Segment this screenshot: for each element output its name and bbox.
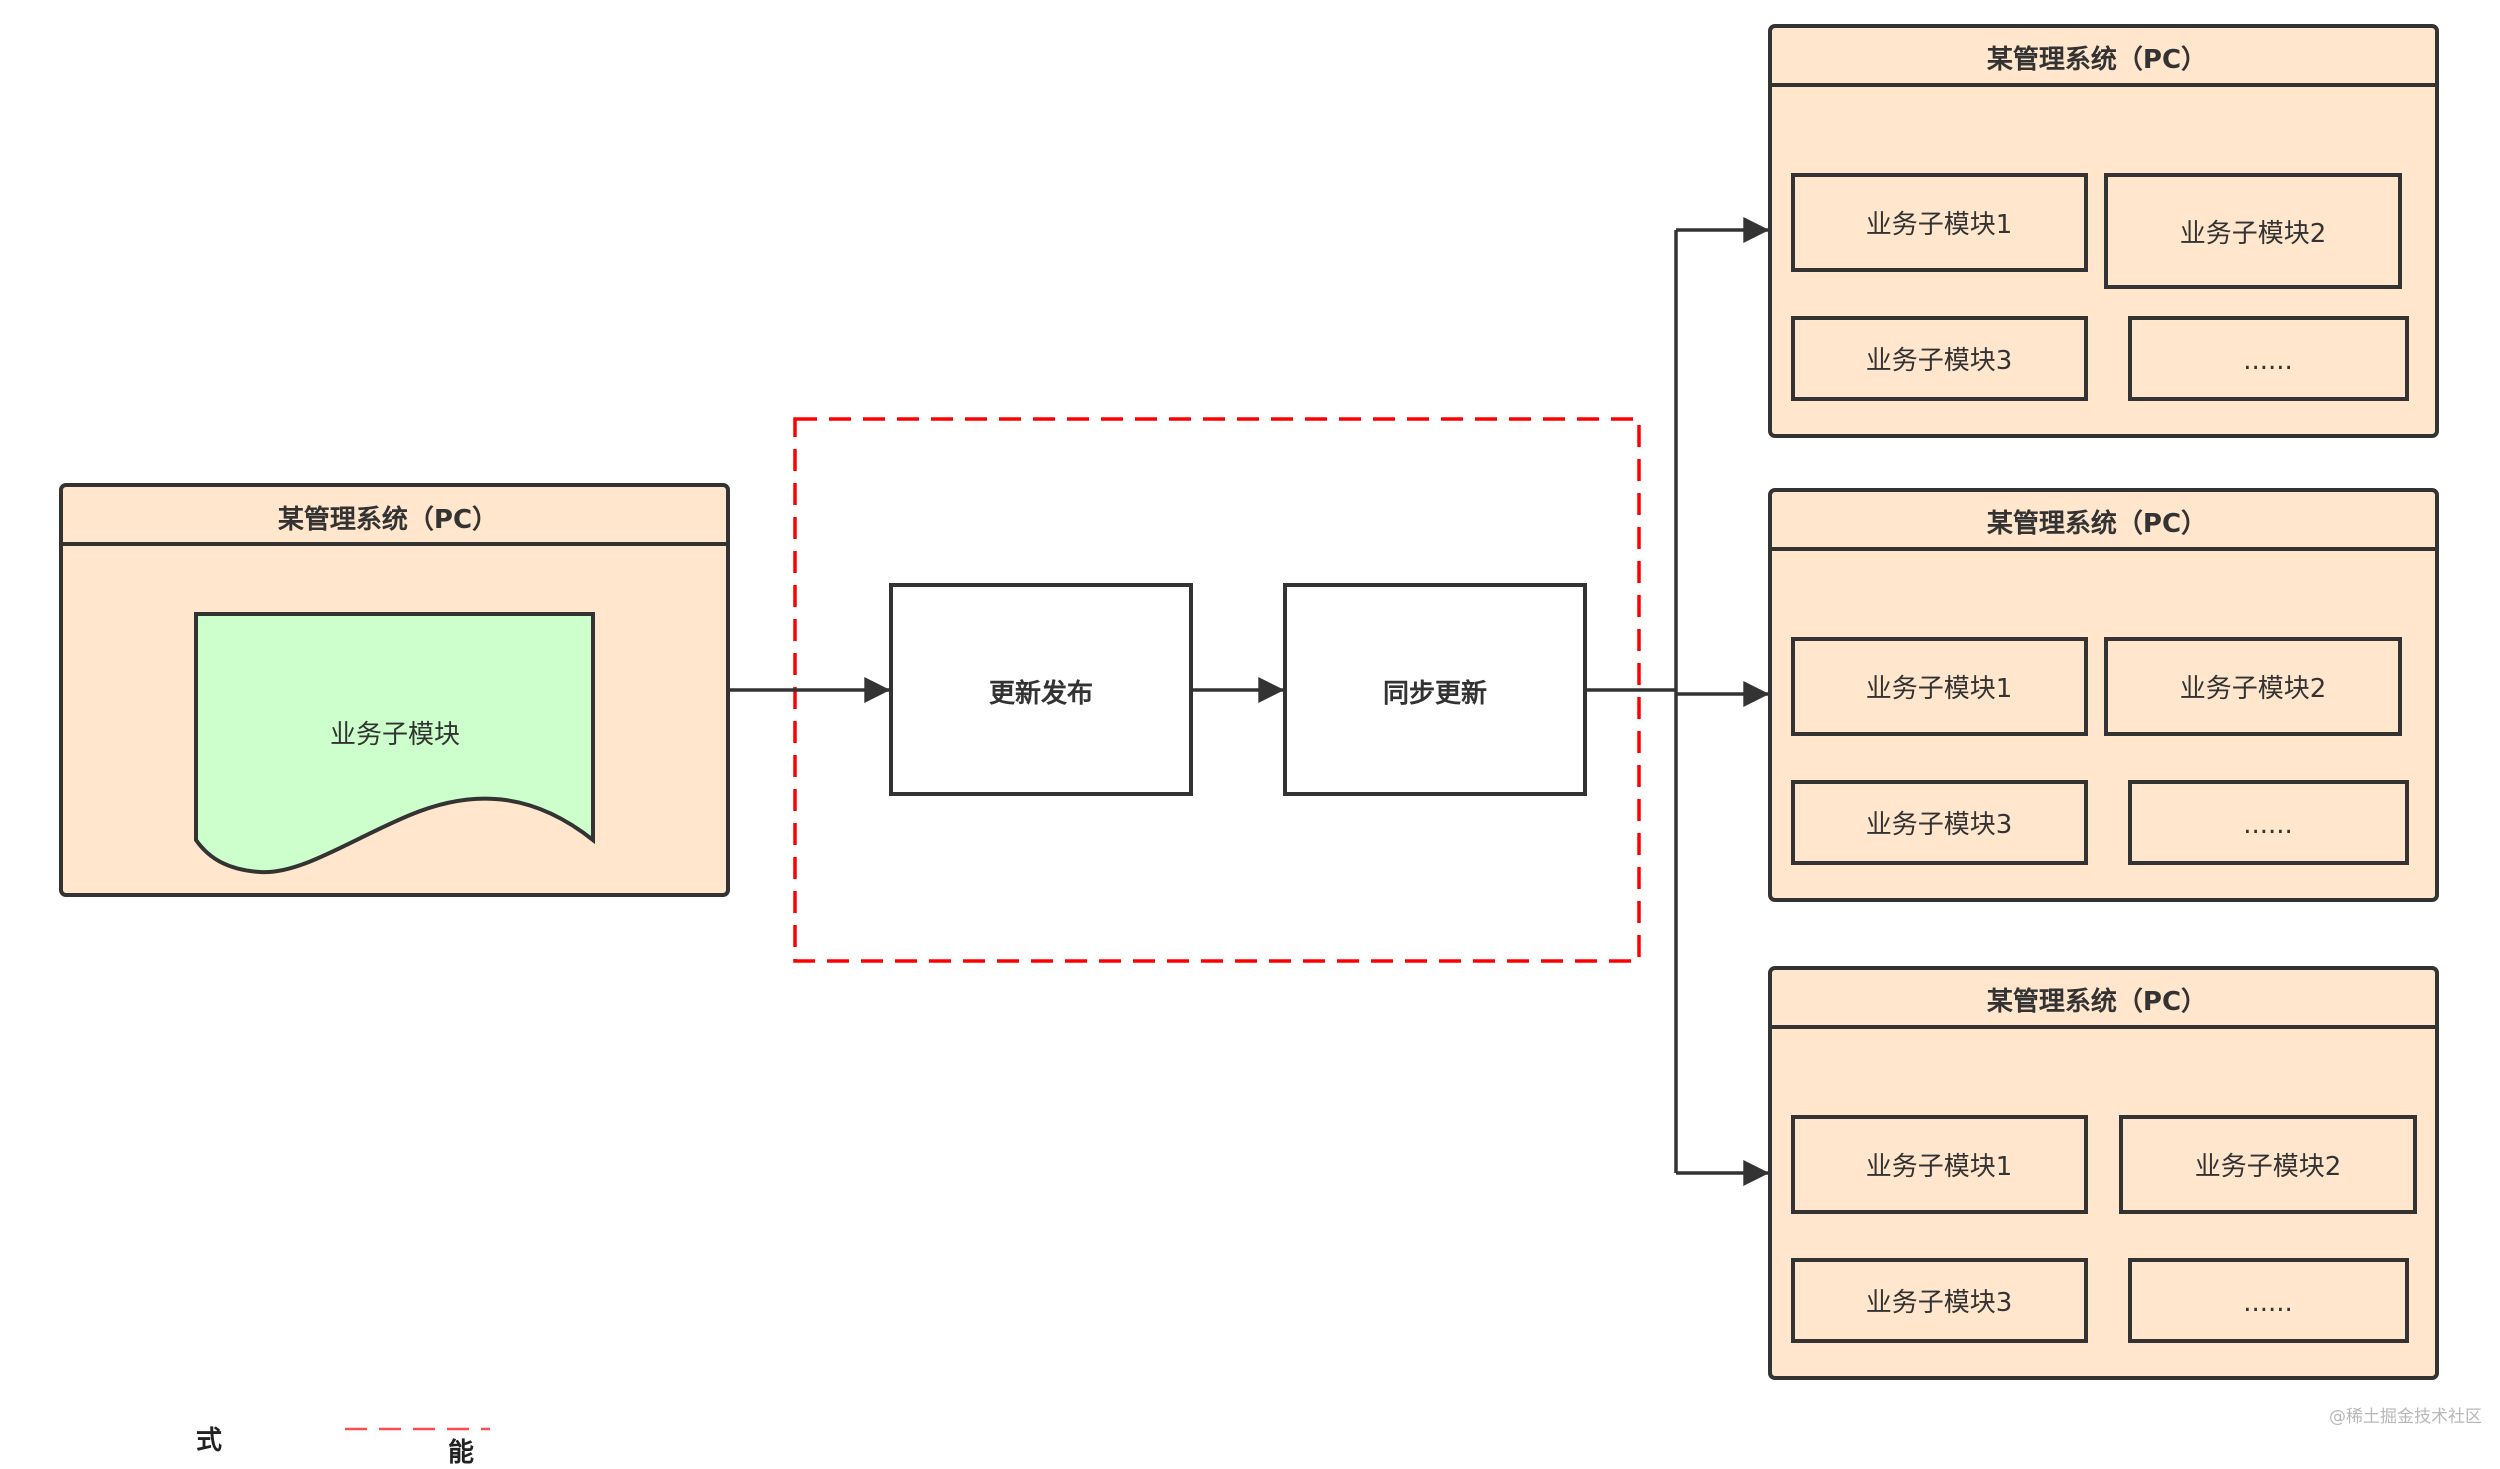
sync-box: 同步更新 xyxy=(1283,583,1587,796)
module-box xyxy=(1791,173,2088,272)
module-label: 业务子模块2 xyxy=(2180,219,2327,249)
target-system-1: 某管理系统（PC） 业务子模块1 业务子模块2 业务子模块3 ...... xyxy=(1768,24,2439,438)
module-box xyxy=(1791,1258,2088,1343)
cropped-text-fragment-right: 能 xyxy=(448,1438,475,1468)
module-box xyxy=(1791,316,2088,401)
module-label: 业务子模块2 xyxy=(2195,1152,2342,1182)
target-system-title: 某管理系统（PC） xyxy=(1987,508,2207,539)
module-box xyxy=(2128,316,2409,401)
module-box xyxy=(2128,1258,2409,1343)
module-label: 业务子模块3 xyxy=(1866,346,2013,376)
target-system-2: 某管理系统（PC） 业务子模块1 业务子模块2 业务子模块3 ...... xyxy=(1768,488,2439,902)
module-label: ...... xyxy=(2243,1288,2293,1318)
watermark: @稀土掘金技术社区 xyxy=(2329,1407,2482,1427)
module-box xyxy=(2119,1115,2417,1214)
connectors xyxy=(728,217,1770,1186)
target-system-title: 某管理系统（PC） xyxy=(1987,44,2207,75)
module-box xyxy=(1791,1115,2088,1214)
publish-label: 更新发布 xyxy=(989,678,1093,709)
source-system-title: 某管理系统（PC） xyxy=(278,504,498,535)
module-label: 业务子模块3 xyxy=(1866,1288,2013,1318)
publish-box: 更新发布 xyxy=(889,583,1193,796)
module-label: 业务子模块1 xyxy=(1866,1152,2013,1182)
document-label: 业务子模块 xyxy=(330,720,460,750)
cropped-text-fragment-left: 式 xyxy=(196,1426,223,1456)
target-system-3: 某管理系统（PC） 业务子模块1 业务子模块2 业务子模块3 ...... xyxy=(1768,966,2439,1380)
module-label: ...... xyxy=(2243,810,2293,840)
module-box xyxy=(2104,173,2402,289)
module-label: 业务子模块1 xyxy=(1866,674,2013,704)
module-box xyxy=(2104,637,2402,736)
module-box xyxy=(1791,637,2088,736)
source-system: 某管理系统（PC） 业务子模块 xyxy=(59,483,730,897)
sync-label: 同步更新 xyxy=(1383,678,1487,709)
business-submodule-document xyxy=(194,612,595,875)
module-label: 业务子模块3 xyxy=(1866,810,2013,840)
module-label: 业务子模块2 xyxy=(2180,674,2327,704)
module-label: 业务子模块1 xyxy=(1866,210,2013,240)
module-box xyxy=(2128,780,2409,865)
target-system-title: 某管理系统（PC） xyxy=(1987,986,2207,1017)
module-box xyxy=(1791,780,2088,865)
module-label: ...... xyxy=(2243,346,2293,376)
